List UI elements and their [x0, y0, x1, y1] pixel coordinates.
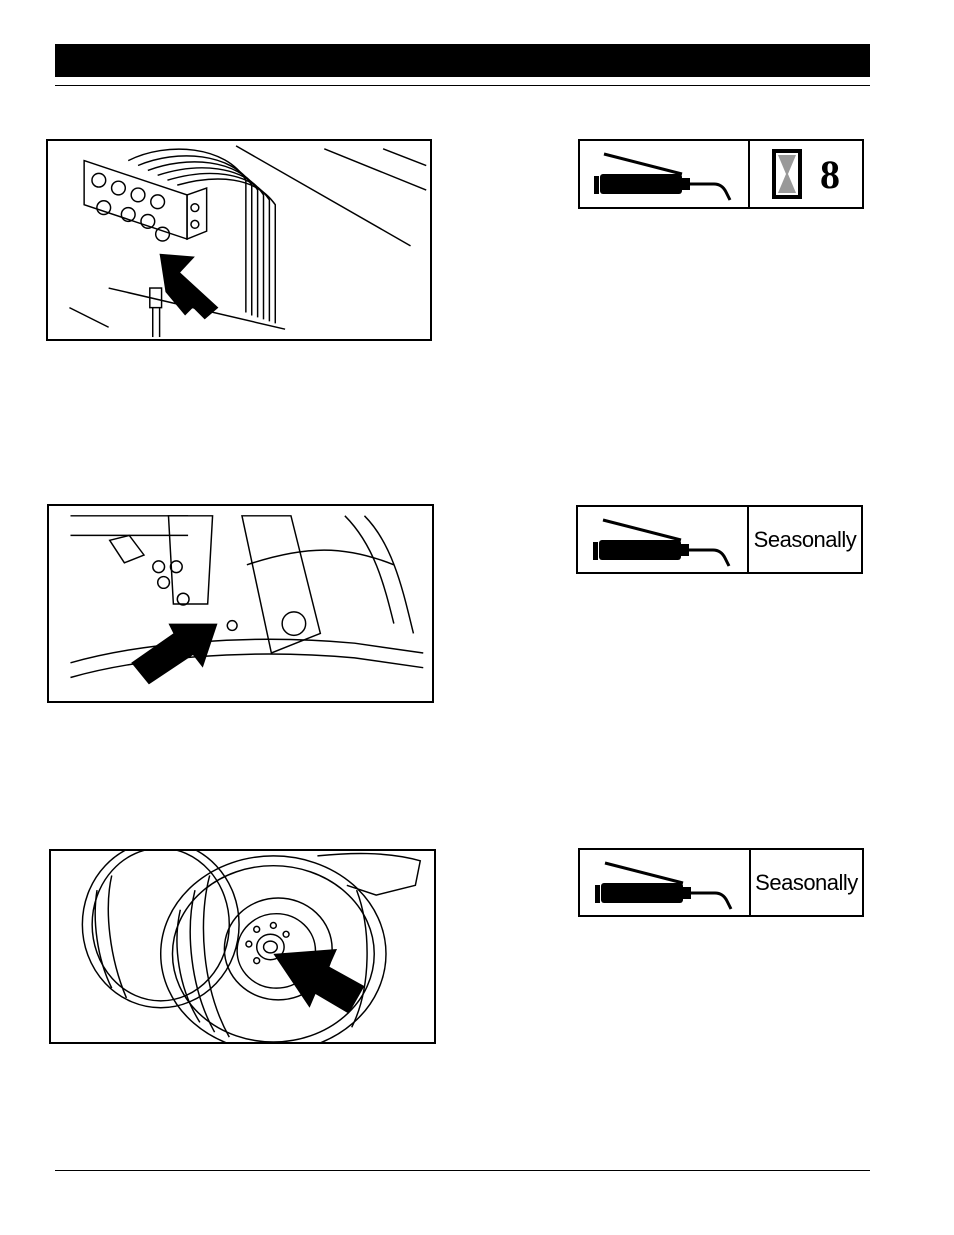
lubrication-interval-seasonally-2: Seasonally [578, 848, 864, 917]
header-rule [55, 85, 870, 86]
interval-label: Seasonally [755, 870, 858, 896]
lubrication-interval-seasonally-1: Seasonally [576, 505, 863, 574]
hydraulic-coupler-illustration [48, 141, 430, 339]
grease-gun-icon [583, 510, 743, 570]
hydraulic-coupler-figure [46, 139, 432, 341]
grease-gun-icon [585, 853, 745, 913]
grease-gun-cell [580, 850, 751, 915]
interval-cell: 8 [750, 141, 862, 207]
header-bar [55, 44, 870, 77]
grease-gun-cell [578, 507, 749, 572]
wheel-hub-figure [49, 849, 436, 1044]
pivot-grease-fitting-illustration [49, 506, 432, 701]
footer-rule [55, 1170, 870, 1171]
lubrication-interval-8hr: 8 [578, 139, 864, 209]
pivot-fitting-figure [47, 504, 434, 703]
interval-hours: 8 [820, 151, 840, 198]
interval-label: Seasonally [754, 527, 857, 553]
grease-gun-cell [580, 141, 750, 207]
interval-cell: Seasonally [749, 507, 861, 572]
interval-cell: Seasonally [751, 850, 862, 915]
hourglass-icon [772, 149, 802, 199]
wheel-hub-illustration [51, 851, 434, 1042]
grease-gun-icon [584, 144, 744, 204]
